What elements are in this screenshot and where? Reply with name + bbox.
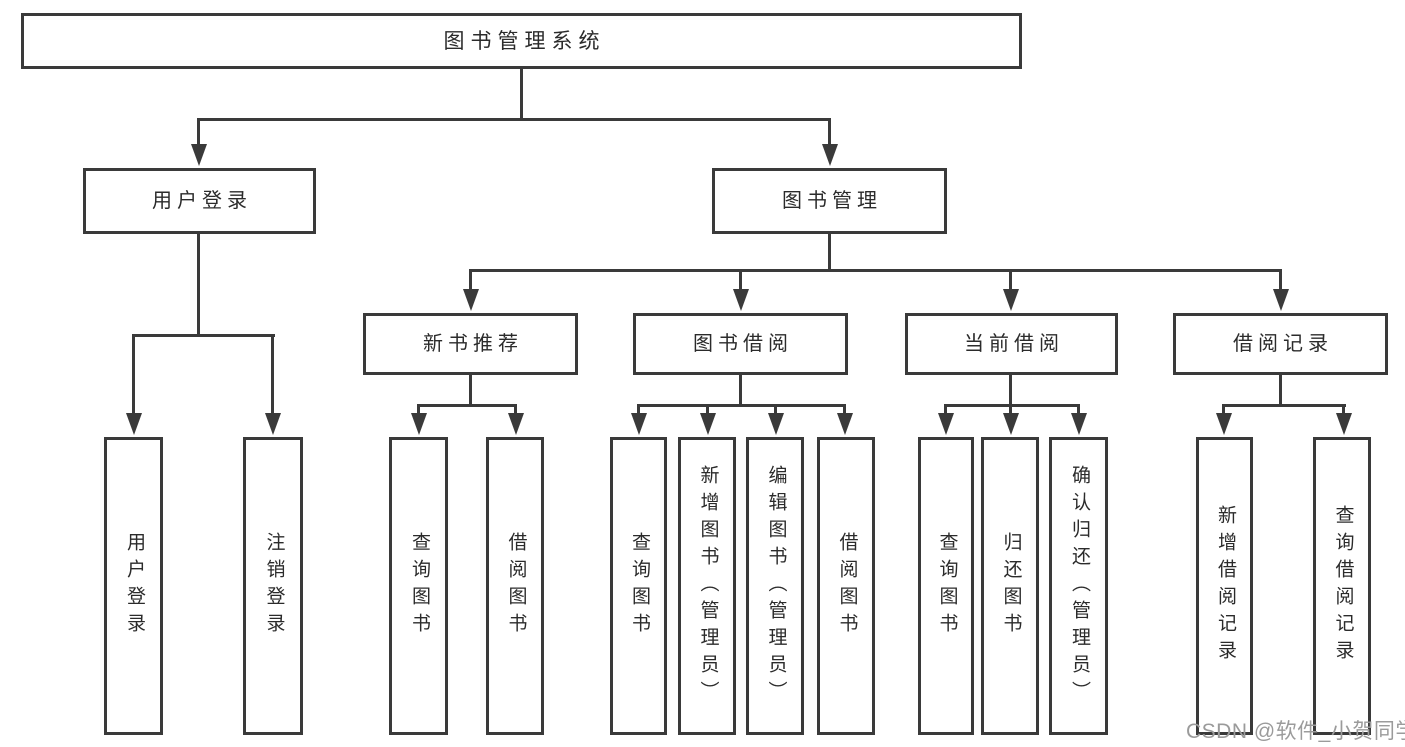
connector-arrow-shaft — [417, 404, 420, 415]
arrowhead-down-icon — [1003, 413, 1019, 435]
node-book-borrow: 图书借阅 — [633, 313, 848, 375]
node-current-borrow-label: 当前借阅 — [964, 333, 1064, 355]
node-leaf-confirm-return-admin-label: 确认归还（管理员） — [1068, 464, 1090, 708]
arrowhead-down-icon — [191, 144, 207, 166]
connector-book-mgmt-branch — [469, 269, 1282, 272]
node-leaf-borrow-books-2: 借阅图书 — [817, 437, 875, 735]
node-leaf-add-borrow-record-label: 新增借阅记录 — [1214, 505, 1236, 667]
connector-arrow-shaft — [197, 118, 200, 146]
node-leaf-user-login: 用户登录 — [104, 437, 163, 735]
node-leaf-add-books-admin: 新增图书（管理员） — [678, 437, 736, 735]
node-leaf-query-books-3-label: 查询图书 — [936, 532, 958, 640]
node-leaf-add-borrow-record: 新增借阅记录 — [1196, 437, 1253, 735]
connector-arrow-shaft — [132, 334, 135, 415]
connector-arrow-shaft — [469, 269, 472, 291]
node-leaf-borrow-books-2-label: 借阅图书 — [836, 532, 858, 640]
node-leaf-user-login-label: 用户登录 — [123, 532, 145, 640]
node-root-label: 图书管理系统 — [443, 29, 606, 53]
node-leaf-confirm-return-admin: 确认归还（管理员） — [1049, 437, 1108, 735]
node-leaf-borrow-books-1: 借阅图书 — [486, 437, 544, 735]
node-leaf-query-books-2: 查询图书 — [610, 437, 667, 735]
node-book-borrow-label: 图书借阅 — [693, 333, 793, 355]
arrowhead-down-icon — [768, 413, 784, 435]
arrowhead-down-icon — [700, 413, 716, 435]
connector-arrow-shaft — [944, 404, 947, 415]
connector-arrow-shaft — [637, 404, 640, 415]
node-borrow-records-label: 借阅记录 — [1233, 333, 1333, 355]
arrowhead-down-icon — [463, 289, 479, 311]
connector-group-trunk — [1009, 373, 1012, 407]
connector-root-branch — [197, 118, 831, 121]
connector-arrow-shaft — [843, 404, 846, 415]
arrowhead-down-icon — [822, 144, 838, 166]
node-user-login: 用户登录 — [83, 168, 316, 234]
connector-group-branch — [944, 404, 1080, 407]
node-leaf-return-books-label: 归还图书 — [1000, 532, 1022, 640]
arrowhead-down-icon — [1071, 413, 1087, 435]
arrowhead-down-icon — [938, 413, 954, 435]
node-current-borrow: 当前借阅 — [905, 313, 1118, 375]
connector-group-trunk — [469, 373, 472, 407]
node-leaf-query-borrow-record-label: 查询借阅记录 — [1332, 505, 1354, 667]
node-leaf-add-books-admin-label: 新增图书（管理员） — [697, 464, 719, 708]
node-leaf-borrow-books-1-label: 借阅图书 — [505, 532, 527, 640]
node-leaf-query-books-2-label: 查询图书 — [628, 532, 650, 640]
node-borrow-records: 借阅记录 — [1173, 313, 1388, 375]
arrowhead-down-icon — [1003, 289, 1019, 311]
node-user-login-label: 用户登录 — [152, 190, 252, 212]
node-new-book-rec: 新书推荐 — [363, 313, 578, 375]
node-book-mgmt-label: 图书管理 — [782, 190, 882, 212]
arrowhead-down-icon — [508, 413, 524, 435]
node-leaf-query-books-1: 查询图书 — [389, 437, 448, 735]
node-leaf-logout-label: 注销登录 — [263, 532, 285, 640]
connector-root-trunk — [520, 66, 523, 121]
arrowhead-down-icon — [1273, 289, 1289, 311]
connector-group-trunk — [1279, 373, 1282, 407]
arrowhead-down-icon — [411, 413, 427, 435]
connector-arrow-shaft — [828, 118, 831, 146]
connector-arrow-shaft — [1009, 404, 1012, 415]
connector-arrow-shaft — [271, 334, 274, 415]
node-new-book-rec-label: 新书推荐 — [423, 333, 523, 355]
connector-arrow-shaft — [1009, 269, 1012, 291]
connector-arrow-shaft — [1342, 404, 1345, 415]
node-leaf-edit-books-admin-label: 编辑图书（管理员） — [765, 464, 787, 708]
node-leaf-return-books: 归还图书 — [981, 437, 1039, 735]
connector-arrow-shaft — [1279, 269, 1282, 291]
connector-arrow-shaft — [739, 269, 742, 291]
connector-group-branch — [417, 404, 517, 407]
connector-book-mgmt-trunk — [828, 232, 831, 272]
connector-arrow-shaft — [1222, 404, 1225, 415]
connector-group-branch — [1222, 404, 1346, 407]
connector-arrow-shaft — [706, 404, 709, 415]
node-book-mgmt: 图书管理 — [712, 168, 947, 234]
arrowhead-down-icon — [631, 413, 647, 435]
connector-user-login-branch — [132, 334, 275, 337]
node-leaf-edit-books-admin: 编辑图书（管理员） — [746, 437, 804, 735]
arrowhead-down-icon — [837, 413, 853, 435]
node-root: 图书管理系统 — [21, 13, 1022, 69]
arrowhead-down-icon — [733, 289, 749, 311]
node-leaf-query-books-1-label: 查询图书 — [408, 532, 430, 640]
node-leaf-query-borrow-record: 查询借阅记录 — [1313, 437, 1371, 735]
node-leaf-query-books-3: 查询图书 — [918, 437, 974, 735]
arrowhead-down-icon — [1336, 413, 1352, 435]
connector-group-trunk — [739, 373, 742, 407]
connector-arrow-shaft — [1077, 404, 1080, 415]
watermark: CSDN @软件_小贺同学 — [1186, 720, 1405, 743]
connector-user-login-trunk — [197, 232, 200, 337]
arrowhead-down-icon — [265, 413, 281, 435]
connector-group-branch — [637, 404, 846, 407]
arrowhead-down-icon — [126, 413, 142, 435]
connector-arrow-shaft — [514, 404, 517, 415]
node-leaf-logout: 注销登录 — [243, 437, 303, 735]
connector-arrow-shaft — [774, 404, 777, 415]
arrowhead-down-icon — [1216, 413, 1232, 435]
